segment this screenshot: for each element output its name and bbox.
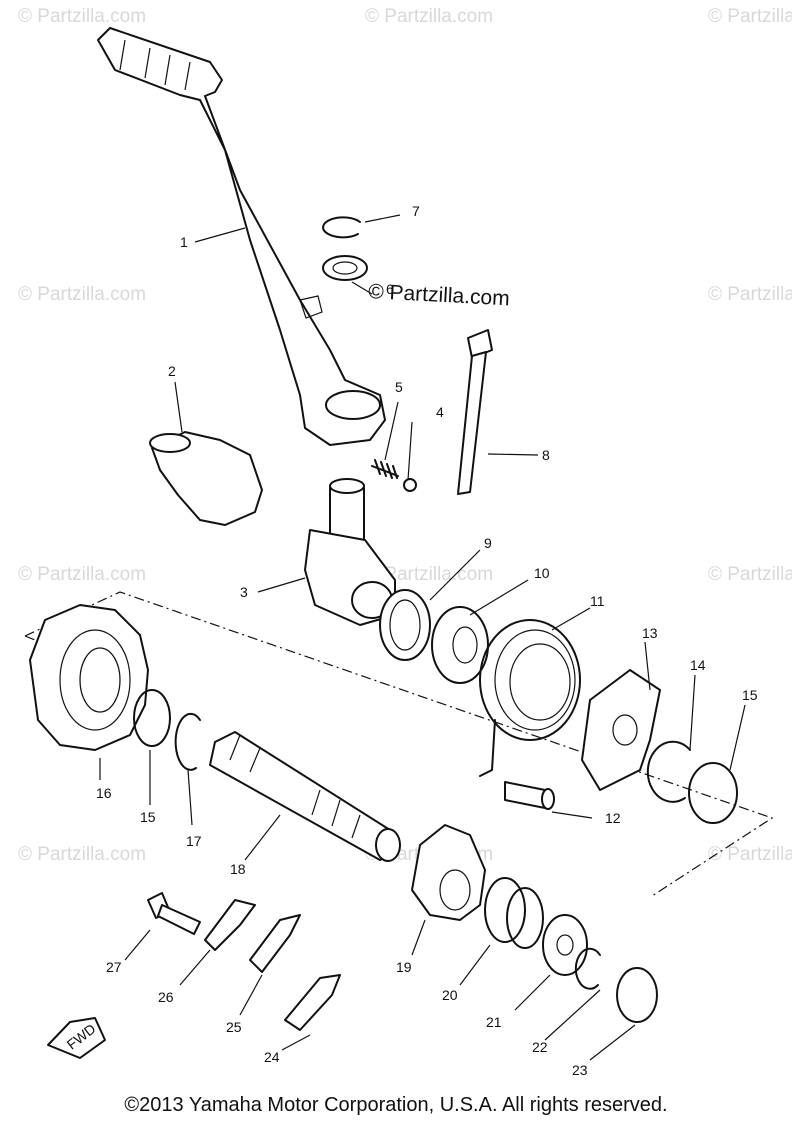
part-spring-small[interactable] [371, 459, 399, 479]
watermark: © Partzilla.com [708, 564, 792, 585]
part-kick-lever[interactable] [97, 27, 386, 446]
leader-lines [99, 214, 746, 1061]
callout-10[interactable]: 10 [534, 565, 550, 581]
part-clip-22[interactable] [574, 947, 601, 990]
callout-20[interactable]: 20 [442, 987, 458, 1003]
part-washer-hole [332, 261, 358, 275]
part-kick-axle-boss[interactable] [304, 478, 396, 626]
part-washer-15-right[interactable] [688, 762, 738, 824]
watermark: © Partzilla.com [18, 284, 146, 305]
callout-2[interactable]: 2 [168, 363, 176, 379]
callouts: 1 2 3 4 5 6 7 8 9 10 11 12 13 14 15 15 1… [96, 203, 758, 1078]
part-bracket-26[interactable] [204, 899, 256, 951]
watermarks: © Partzilla.com © Partzilla.com © Partzi… [18, 6, 792, 865]
part-bolt-27[interactable] [147, 892, 201, 935]
watermark: © Partzilla.com [365, 6, 493, 27]
callout-8[interactable]: 8 [542, 447, 550, 463]
part-bolt[interactable] [457, 329, 493, 495]
part-washer-23[interactable] [616, 967, 658, 1023]
part-plate[interactable] [581, 669, 661, 791]
callout-12[interactable]: 12 [605, 810, 621, 826]
fwd-arrow-icon: FWD [47, 1017, 106, 1059]
part-ring-9[interactable] [379, 589, 431, 661]
part-ring-9-inner [389, 599, 421, 651]
part-ratchet[interactable] [411, 824, 486, 921]
callout-18[interactable]: 18 [230, 861, 246, 877]
callout-11[interactable]: 11 [590, 593, 605, 609]
callout-9[interactable]: 9 [484, 535, 492, 551]
callout-5[interactable]: 5 [395, 379, 403, 395]
part-bracket-24[interactable] [284, 974, 341, 1031]
callout-19[interactable]: 19 [396, 959, 412, 975]
part-pin[interactable] [504, 781, 555, 810]
watermark-main: © Partzilla.com [368, 280, 511, 310]
callout-15-right[interactable]: 15 [742, 687, 758, 703]
callout-17[interactable]: 17 [186, 833, 202, 849]
part-torsion-spring[interactable] [479, 619, 581, 777]
part-bracket-25[interactable] [249, 914, 301, 973]
part-shaft[interactable] [209, 731, 401, 862]
part-washer-21[interactable] [542, 914, 588, 976]
callout-7[interactable]: 7 [412, 203, 420, 219]
callout-24[interactable]: 24 [264, 1049, 280, 1065]
callout-3[interactable]: 3 [240, 584, 248, 600]
callout-15-left[interactable]: 15 [140, 809, 156, 825]
callout-1[interactable]: 1 [180, 234, 188, 250]
callout-26[interactable]: 26 [158, 989, 174, 1005]
part-spring-20b [506, 887, 544, 949]
watermark: © Partzilla.com [708, 6, 792, 27]
part-washer[interactable] [322, 255, 368, 281]
part-collar-10-inner [452, 626, 478, 664]
callout-6[interactable]: 6 [386, 281, 394, 297]
part-washer-15-left[interactable] [133, 689, 171, 747]
callout-22[interactable]: 22 [532, 1039, 548, 1055]
part-cover[interactable] [149, 431, 263, 526]
part-plate-hole [612, 714, 638, 746]
assembly-outline [24, 591, 774, 897]
callout-4[interactable]: 4 [436, 404, 444, 420]
watermark: © Partzilla.com [18, 844, 146, 865]
part-spring-20[interactable] [484, 877, 526, 943]
part-clip-14[interactable] [646, 740, 691, 803]
callout-13[interactable]: 13 [642, 625, 658, 641]
callout-14[interactable]: 14 [690, 657, 706, 673]
part-ball[interactable] [403, 478, 417, 492]
callout-25[interactable]: 25 [226, 1019, 242, 1035]
watermark: © Partzilla.com [708, 284, 792, 305]
part-collar-10[interactable] [431, 606, 489, 684]
watermark: © Partzilla.com [18, 6, 146, 27]
watermark: © Partzilla.com [708, 844, 792, 865]
callout-27[interactable]: 27 [106, 959, 122, 975]
part-washer-21-inner [556, 934, 574, 956]
part-circlip[interactable] [322, 216, 361, 239]
copyright-notice: ©2013 Yamaha Motor Corporation, U.S.A. A… [124, 1094, 668, 1116]
watermark: © Partzilla.com [18, 564, 146, 585]
callout-21[interactable]: 21 [486, 1014, 502, 1030]
callout-23[interactable]: 23 [572, 1062, 588, 1078]
part-clip-17[interactable] [174, 712, 201, 771]
callout-16[interactable]: 16 [96, 785, 112, 801]
part-gear[interactable] [29, 604, 149, 751]
